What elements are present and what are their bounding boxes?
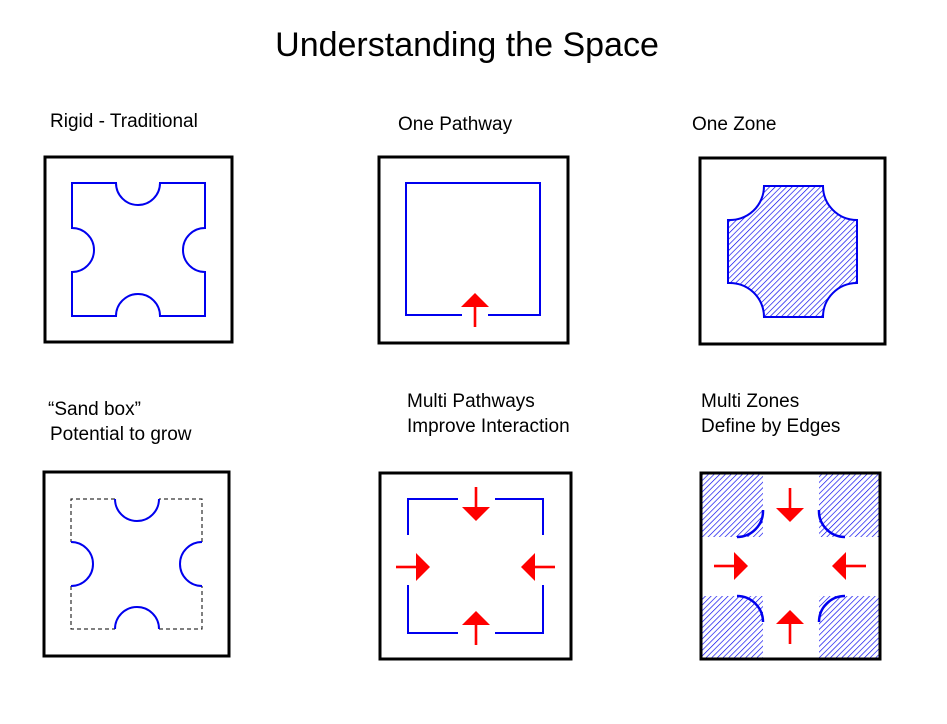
dashed-boundary [70, 498, 203, 630]
outer-frame [377, 155, 570, 345]
arrow-up-icon [776, 610, 804, 644]
zone-edge-arcs [736, 509, 846, 623]
arrow-left-icon [832, 552, 866, 580]
pathway-square [405, 182, 541, 316]
panel-rigid-traditional: Rigid - Traditional [43, 111, 234, 344]
outer-frame [699, 471, 882, 661]
arrow-right-icon [714, 552, 748, 580]
page-title: Understanding the Space [275, 26, 659, 64]
panel-label: One Pathway [398, 114, 513, 135]
panel-multi-zones: Multi Zones Define by Edges [699, 391, 882, 661]
arrow-right-icon [396, 553, 430, 581]
panel-label-line1: Multi Pathways [407, 391, 535, 412]
panel-label-line2: Define by Edges [701, 416, 840, 437]
arrow-up-icon [461, 293, 489, 327]
outer-frame [43, 155, 234, 344]
hatched-zone-bottom-right [819, 596, 879, 658]
hatched-zone-bottom-left [702, 596, 763, 658]
panel-label-line1: Multi Zones [701, 391, 799, 412]
panel-sand-box: “Sand box” Potential to grow [42, 399, 231, 658]
hatched-zone-top-left [702, 474, 763, 537]
panel-label: Rigid - Traditional [50, 111, 198, 132]
panel-one-zone: One Zone [692, 114, 887, 346]
panel-one-pathway: One Pathway [377, 114, 570, 345]
notched-square-shape [71, 182, 206, 317]
outer-frame [378, 471, 573, 661]
panel-multi-pathways: Multi Pathways Improve Interaction [378, 391, 573, 661]
outer-frame [698, 156, 887, 346]
panel-label-line2: Improve Interaction [407, 416, 570, 437]
arrow-down-icon [462, 487, 490, 521]
growth-notches [70, 498, 203, 630]
panel-label-line1: “Sand box” [48, 399, 141, 420]
hatched-zone-top-right [819, 474, 879, 537]
arrow-up-icon [462, 611, 490, 645]
panel-label: One Zone [692, 114, 777, 135]
arrow-left-icon [521, 553, 555, 581]
arrow-down-icon [776, 488, 804, 522]
hatched-zone-cross [727, 185, 858, 318]
pathway-corners [407, 498, 544, 634]
outer-frame [42, 470, 231, 658]
panel-label-line2: Potential to grow [50, 424, 192, 445]
